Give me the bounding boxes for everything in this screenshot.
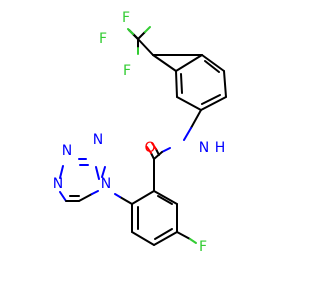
trifluoromethyl-group	[127, 26, 154, 56]
atom-label-tetrazole-nitrogen: N	[93, 132, 103, 148]
benzene-ring-bottom	[131, 158, 197, 246]
structure-diagram: F F F N H O N N N N F	[53, 10, 227, 255]
atom-label-amide-nitrogen: N	[199, 140, 209, 156]
tetrazole-ring	[59, 158, 133, 205]
atom-label-fluorine: F	[99, 31, 107, 47]
atom-label-amide-hydrogen: H	[215, 140, 226, 156]
atom-label-tetrazole-nitrogen: N	[62, 143, 72, 159]
amide-linkage	[146, 109, 202, 160]
atom-label-tetrazole-nitrogen: N	[101, 176, 111, 192]
atom-label-oxygen: O	[144, 140, 155, 156]
atom-label-tetrazole-nitrogen: N	[53, 176, 63, 192]
phenyl-ring-top	[152, 54, 227, 111]
atom-label-fluorine: F	[122, 10, 130, 26]
atom-label-fluorine: F	[199, 239, 207, 255]
atom-label-fluorine: F	[123, 63, 131, 79]
molecule-drawing: F F F N H O N N N N F	[53, 10, 227, 255]
